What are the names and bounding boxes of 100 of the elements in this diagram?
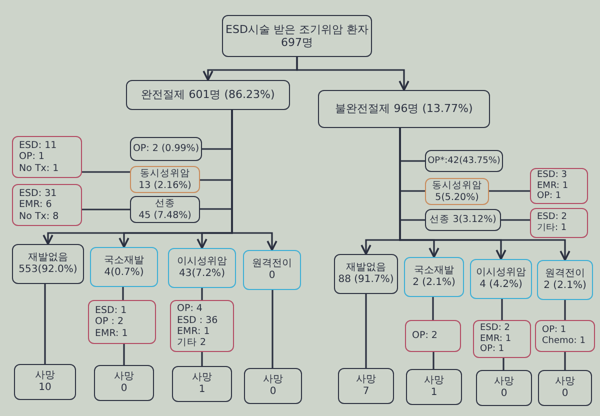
process-box [243, 250, 301, 290]
box-label: OP: 1 [542, 325, 568, 336]
box-label: EMR: 1 [95, 328, 129, 340]
box-label: 국소재발 [414, 265, 454, 277]
detail-box [405, 320, 461, 352]
process-box [94, 365, 154, 401]
connector-line [502, 358, 504, 370]
connector-line [272, 290, 274, 368]
detail-box [473, 320, 531, 358]
box-label: ESD: 2 [537, 212, 568, 223]
detail-box [530, 168, 588, 204]
process-box [126, 80, 290, 110]
process-box [425, 150, 503, 172]
box-label: 사망 [555, 376, 575, 388]
box-label: EMR: 1 [177, 326, 211, 338]
connector-line [123, 344, 125, 365]
process-box [404, 257, 464, 297]
process-box [12, 244, 84, 284]
box-label: 불완전절제 96명 (13.77%) [335, 102, 473, 116]
connector-line [122, 287, 124, 300]
box-label: OP: 4 [177, 303, 204, 315]
box-label: 완전절제 601명 (86.23%) [141, 88, 275, 102]
box-label: 재발없음 [346, 262, 386, 274]
connector-line [365, 294, 367, 368]
box-label: 사망 [192, 372, 212, 384]
box-label: 이시성위암 [476, 267, 526, 279]
process-box [130, 166, 200, 193]
box-label: No Tx: 1 [19, 162, 60, 174]
detail-box [170, 300, 234, 352]
box-label: ESD: 1 [95, 304, 128, 316]
process-box [537, 260, 593, 300]
process-box [406, 369, 462, 405]
box-label: 기타 2 [177, 337, 208, 349]
detail-box [530, 208, 588, 238]
detail-box [88, 300, 156, 344]
box-label: ESD: 31 [19, 188, 58, 200]
arrow [399, 128, 570, 261]
box-label: 0 [500, 388, 508, 400]
connector-line [82, 208, 130, 210]
box-label: 2 (2.1%) [544, 280, 586, 292]
box-label: 선종 3(3.12%) [430, 214, 496, 226]
box-label: 4 (4.2%) [480, 279, 522, 291]
box-label: EMR: 1 [537, 180, 570, 191]
connector-line [82, 171, 130, 173]
connector-line [489, 190, 530, 192]
box-label: OP: 1 [480, 344, 506, 356]
connector-line [501, 299, 503, 320]
process-box [172, 366, 232, 402]
process-box [334, 254, 398, 294]
box-label: ESD: 11 [19, 140, 58, 152]
box-label: 이시성위암 [177, 256, 227, 268]
process-box [168, 248, 236, 288]
box-label: 동시성위암 [140, 168, 190, 180]
box-label: No Tx: 8 [19, 210, 60, 222]
box-label: 0 [270, 386, 276, 398]
process-box [538, 370, 592, 406]
detail-box [12, 136, 82, 178]
box-label: EMR: 1 [480, 334, 512, 344]
box-label: OP: 2 (0.99%) [132, 143, 200, 155]
box-label: Chemo: 1 [542, 336, 586, 347]
process-box [476, 370, 532, 406]
box-label: 선종 [155, 198, 175, 210]
box-label: 국소재발 [104, 255, 144, 267]
process-box [425, 209, 501, 231]
connector-line [501, 219, 530, 221]
box-label: ESD시술 받은 조기위암 환자 [226, 22, 368, 36]
process-box [470, 259, 532, 299]
box-label: OP: 1 [537, 191, 562, 202]
box-label: 88 (91.7%) [338, 274, 394, 286]
connector-line [201, 352, 203, 366]
box-label: ESD: 3 [537, 170, 568, 181]
process-box [244, 368, 302, 404]
box-label: 4(0.7%) [104, 267, 144, 279]
connector-line [432, 297, 434, 320]
process-box [425, 178, 489, 205]
box-label: 동시성위암 [432, 180, 482, 192]
box-label: 10 [38, 382, 52, 394]
process-box [318, 90, 490, 128]
arrow [231, 110, 278, 251]
box-label: 원격전이 [252, 258, 292, 270]
connector-line [201, 288, 203, 300]
box-label: 사망 [114, 371, 134, 383]
box-label: 45 (7.48%) [138, 210, 192, 221]
box-label: 1 [430, 387, 438, 399]
connector-line [564, 352, 566, 370]
process-box [222, 15, 372, 57]
box-label: OP : 2 [95, 316, 124, 328]
box-label: ESD : 36 [177, 314, 219, 326]
box-label: 0 [268, 270, 276, 282]
box-label: 553(92.0%) [18, 264, 78, 276]
box-label: 1 [198, 384, 206, 396]
detail-box [535, 320, 595, 352]
connector-line [44, 284, 46, 364]
box-label: OP*:42(43.75%) [428, 156, 500, 166]
box-label: 0 [120, 383, 128, 395]
box-label: 5(5.20%) [435, 192, 479, 203]
box-label: 사망 [494, 376, 514, 388]
box-label: OP: 1 [19, 151, 46, 163]
process-box [14, 364, 76, 400]
box-label: 사망 [356, 374, 376, 386]
